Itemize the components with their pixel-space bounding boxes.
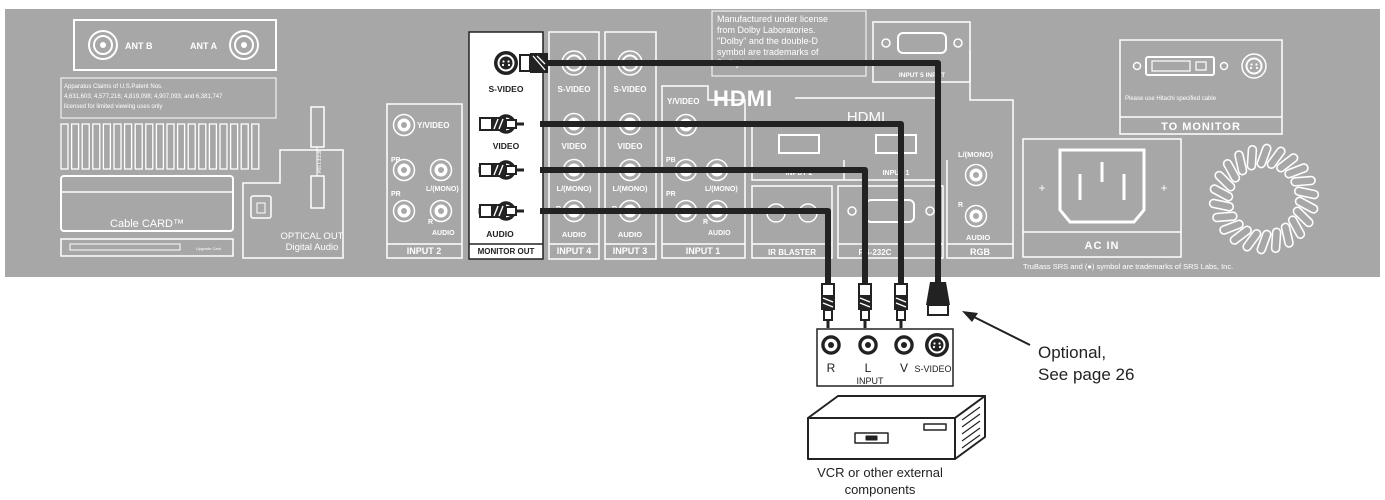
vcr-caption-line-1: VCR or other external [817,465,943,480]
rgb-l-jack [966,165,987,186]
dolby-notice: Manufactured under license from Dolby La… [712,11,866,76]
ac-in-label: AC IN [1085,240,1120,252]
input1-label: INPUT 1 [686,246,721,256]
input2-r-jack [431,201,452,222]
input3-video-label: VIDEO [618,142,643,151]
input2-r-label: R [428,219,433,226]
patent-line-1: Apparatus Claims of U.S.Patent Nos. [64,84,163,90]
vcr-l-label: L [865,361,872,375]
rgb-r-label: R [958,202,963,209]
input4-s-video-label: S-VIDEO [558,85,591,94]
input2-label: INPUT 2 [407,246,442,256]
input2-audio-label: AUDIO [432,230,455,237]
srs-trademark: TruBass SRS and (●) symbol are trademark… [1023,262,1233,271]
input3-s-video-label: S-VIDEO [614,85,647,94]
dolby-line-4: symbol are trademarks of [717,47,819,57]
monitor-out-audio-label: AUDIO [486,229,514,239]
monitor-cable-note: Please use Hitachi specified cable [1125,96,1217,102]
vcr-caption-line-2: components [845,482,916,497]
rca-plugs-vcr [821,284,908,328]
dolby-line-3: "Dolby" and the double-D [717,36,818,46]
ant-a-label: ANT A [190,41,218,51]
optional-callout: Optional, See page 26 [962,311,1134,384]
dolby-line-1: Manufactured under license [717,14,828,24]
optical-out-label: OPTICAL OUT [281,231,344,242]
vcr-device-icon [808,396,985,459]
callout-line-1: Optional, [1038,343,1106,362]
rgb-l-mono-label: L/(MONO) [958,150,993,159]
patent-line-3: licensed for limited viewing uses only [64,104,162,110]
ant-b-jack [89,31,117,59]
ac-plus-right: + [1160,181,1167,195]
input1-pb-label: PB [666,157,676,164]
to-monitor-label: TO MONITOR [1161,121,1241,133]
monitor-out-s-video-jack [494,51,518,75]
vcr-r-label: R [827,361,836,375]
input2-pr-label: PR [391,191,401,198]
digital-audio-label: Digital Audio [286,242,339,253]
input2-l-jack [431,160,452,181]
vcr-l-jack [858,335,879,356]
input1-y-video-label: Y/VIDEO [667,97,699,106]
ieee1394-label: IEEE1394 [315,151,321,174]
input1-l-mono-label: L/(MONO) [705,186,738,193]
input1-audio-label: AUDIO [708,230,731,237]
upgrade-card-label: Upgrade Card [196,246,221,251]
input2-l-mono-label: L/(MONO) [426,186,459,193]
hdmi-logo: HDMI [713,86,773,111]
input3-label: INPUT 3 [613,246,648,256]
vcr-input-panel: R L V S-VIDEO INPUT [817,329,953,386]
input2-pr-jack [394,201,415,222]
input4-label: INPUT 4 [557,246,592,256]
svideo-connector-panel [520,53,548,73]
input1-r-label: R [703,219,708,226]
vcr-s-video-jack [925,333,949,357]
vcr-input-label: INPUT [857,376,885,386]
input3-audio-label: AUDIO [618,230,642,239]
callout-line-2: See page 26 [1038,365,1134,384]
cable-card-label: Cable CARD™ [110,218,184,230]
input3-l-mono-label: L/(MONO) [613,184,648,193]
monitor-out-video-label: VIDEO [493,141,520,151]
svideo-plug-vcr [926,282,950,315]
ant-a-jack [230,31,258,59]
rgb-label: RGB [970,247,991,257]
ant-b-label: ANT B [125,41,153,51]
vcr-s-video-label: S-VIDEO [914,364,951,374]
input2-y-video-label: Y/VIDEO [417,121,449,130]
input4-audio-label: AUDIO [562,230,586,239]
ir-blaster-label: IR BLASTER [768,248,816,257]
input1-pr-label: PR [666,191,676,198]
input4-video-label: VIDEO [562,142,587,151]
vcr-v-label: V [900,361,908,375]
vcr-v-jack [894,335,915,356]
vcr-r-jack [821,335,842,356]
dolby-line-2: from Dolby Laboratories. [717,25,816,35]
ac-plus-left: + [1038,181,1045,195]
rgb-r-jack [966,206,987,227]
input2-y-video-jack [394,115,415,136]
patent-line-2: 4,631,603; 4,577,216; 4,819,098; 4,907,0… [64,94,223,100]
input2-pb-jack [394,160,415,181]
input4-l-mono-label: L/(MONO) [557,184,592,193]
monitor-out-label: MONITOR OUT [478,247,535,256]
monitor-out-s-video-label: S-VIDEO [489,84,524,94]
to-monitor-s-video-jack [1242,54,1266,78]
hdmi-input1-label: INPUT 1 [883,170,910,177]
rgb-audio-label: AUDIO [966,233,990,242]
